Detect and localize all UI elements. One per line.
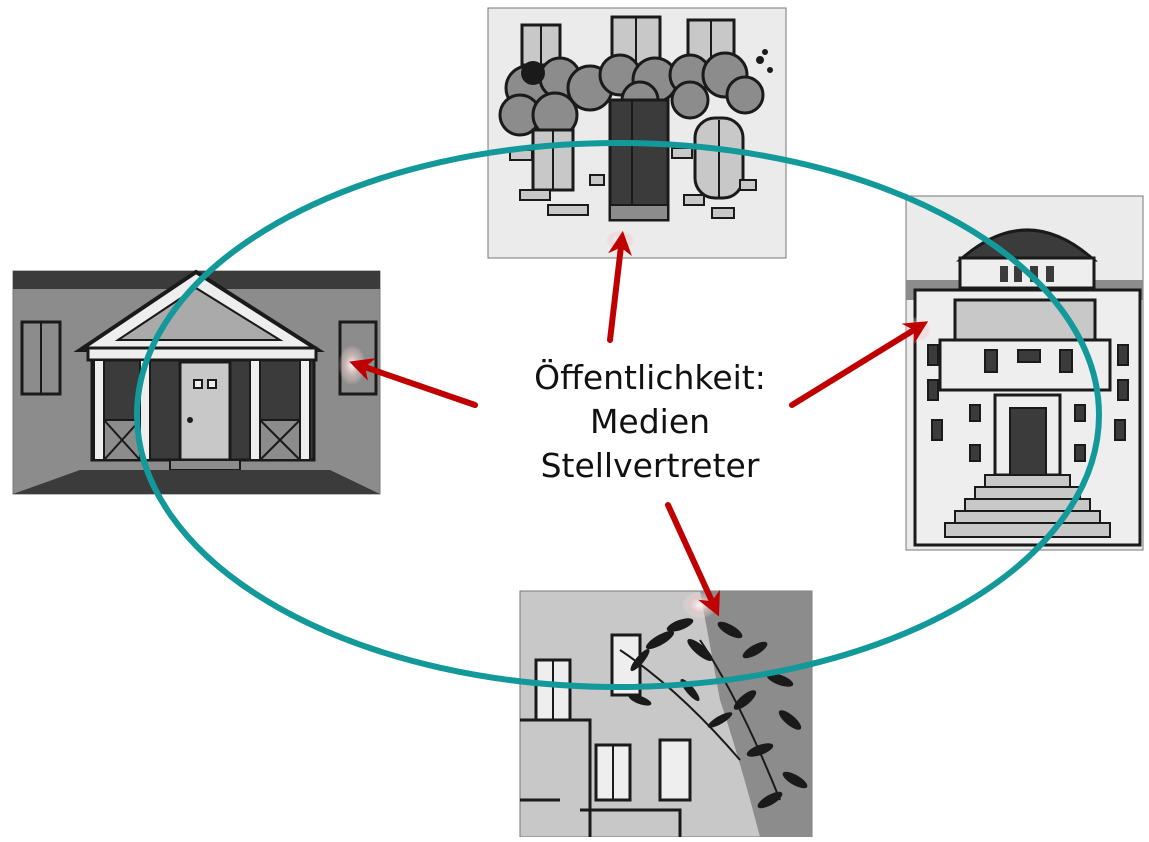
center-label-line-2: Medien <box>589 402 711 441</box>
domed-public-building-image <box>905 195 1144 551</box>
arrow-to-tree-building <box>665 502 720 617</box>
arrows <box>349 230 929 617</box>
arrow-to-public-building <box>789 321 929 408</box>
center-label: Öffentlichkeit: Medien Stellvertreter <box>470 356 830 488</box>
center-label-line-1: Öffentlichkeit: <box>534 358 766 397</box>
center-label-line-3: Stellvertreter <box>540 446 760 485</box>
arrow-to-ruined-building <box>607 230 632 343</box>
ruined-building-image <box>487 7 787 259</box>
arrow-to-house <box>349 358 478 408</box>
public-sphere-ellipse <box>134 140 1102 690</box>
building-with-tree-image <box>519 590 813 838</box>
house-porch-image <box>12 269 381 495</box>
